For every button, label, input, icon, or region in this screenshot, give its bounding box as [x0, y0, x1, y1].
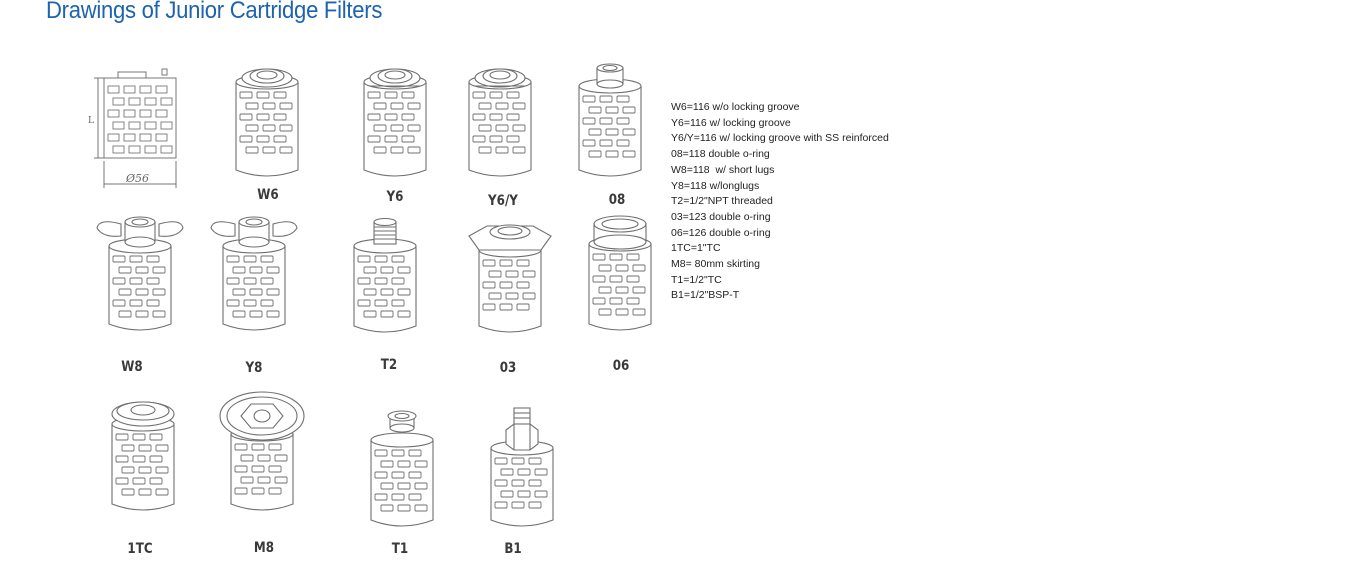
page-title: Drawings of Junior Cartridge Filters	[46, 0, 383, 24]
filter-label-1tc: 1TC	[127, 541, 153, 557]
legend-item: W8=118 w/ short lugs	[671, 163, 775, 176]
legend-item: 1TC=1"TC	[671, 242, 721, 255]
filter-drawing-b1	[490, 407, 554, 527]
filter-label-b1: B1	[504, 541, 522, 557]
filter-label-t2: T2	[380, 357, 398, 373]
legend-item: Y6=116 w/ locking groove	[671, 116, 791, 129]
filter-label-y6: Y6	[386, 189, 404, 205]
filter-drawing-y6y	[468, 68, 532, 177]
legend-item: B1=1/2"BSP-T	[671, 289, 740, 302]
filter-drawing-1tc	[111, 401, 175, 511]
filter-drawing-m8	[219, 391, 305, 511]
legend-item: 06=126 double o-ring	[671, 226, 771, 239]
legend-item: T1=1/2"TC	[671, 273, 722, 286]
legend-item: 08=118 double o-ring	[671, 148, 770, 161]
drawings-area: L Ø56 W6 Y6 Y6/Y 08	[0, 0, 680, 576]
dimension-diameter-label: Ø56	[126, 172, 150, 185]
filter-drawing-w6	[235, 68, 299, 177]
filter-drawing-t1	[370, 410, 434, 527]
filter-label-y8: Y8	[245, 360, 263, 376]
filter-label-w6: W6	[257, 187, 279, 203]
filter-drawing-y8	[210, 216, 298, 331]
legend-item: M8= 80mm skirting	[671, 258, 760, 271]
filter-drawing-03	[468, 224, 552, 333]
dimension-height-label: L	[88, 116, 94, 126]
filter-drawing-y6	[363, 68, 427, 177]
filter-label-m8: M8	[253, 540, 275, 556]
filter-label-t1: T1	[391, 541, 409, 557]
legend-item: Y8=118 w/longlugs	[671, 179, 760, 192]
filter-drawing-08	[578, 63, 642, 177]
filter-label-03: 03	[499, 360, 517, 376]
model-legend: W6=116 w/o locking groove Y6=116 w/ lock…	[671, 100, 889, 304]
legend-item: W6=116 w/o locking groove	[671, 101, 800, 113]
filter-drawing-06	[588, 215, 652, 331]
dimension-drawing	[94, 68, 177, 188]
legend-item: Y6/Y=116 w/ locking groove with SS reinf…	[671, 132, 889, 145]
filter-drawing-w8	[96, 216, 184, 331]
filter-label-08: 08	[608, 192, 626, 208]
legend-item: T2=1/2"NPT threaded	[671, 195, 773, 208]
filter-drawing-t2	[353, 217, 417, 333]
legend-item: 03=123 double o-ring	[671, 210, 771, 223]
filter-label-06: 06	[612, 358, 630, 374]
filter-label-w8: W8	[121, 359, 143, 375]
filter-label-y6y: Y6/Y	[488, 193, 518, 209]
